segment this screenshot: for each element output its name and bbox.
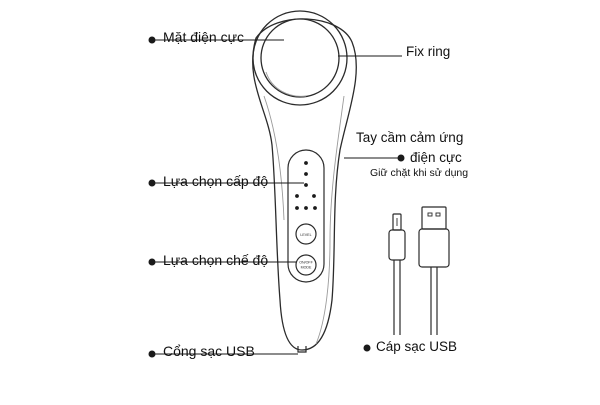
level-dot — [304, 183, 308, 187]
control-panel: LEVEL ON/OFF MODE — [287, 149, 325, 283]
label-level-select: Lựa chọn cấp độ — [163, 173, 269, 189]
level-dot — [313, 206, 317, 210]
usb-port — [297, 346, 307, 353]
level-dot — [295, 194, 299, 198]
label-mode-select: Lựa chọn chế độ — [163, 252, 269, 268]
usb-a-tip-window — [435, 212, 441, 217]
label-handle-note: Giữ chặt khi sử dụng — [370, 167, 469, 179]
level-dot — [304, 206, 308, 210]
level-dot — [304, 172, 308, 176]
label-usb-port: Cổng sạc USB — [163, 343, 255, 359]
usb-cable — [388, 206, 450, 335]
level-dot — [295, 206, 299, 210]
fix-ring — [252, 10, 348, 106]
handle-shade-left — [263, 95, 285, 221]
label-electrode-face: Mặt điện cực — [163, 29, 244, 45]
electrode-face — [260, 18, 340, 98]
device-head — [252, 10, 348, 106]
leader-lines — [148, 36, 405, 358]
label-handle-line1: Tay cầm cảm ứng — [356, 130, 464, 145]
control-panel-frame — [287, 149, 325, 283]
face-shade — [265, 71, 307, 97]
handle-outline — [252, 18, 357, 351]
label-usb-cable: Cáp sạc USB — [376, 339, 458, 354]
label-fix-ring: Fix ring — [406, 44, 451, 59]
usb-port-notch — [297, 346, 307, 353]
leader-dot-usb-cable — [363, 344, 371, 352]
usb-a-housing — [418, 228, 450, 268]
mode-button-text-2: MODE — [301, 266, 312, 270]
level-dot — [304, 161, 308, 165]
mode-button-text-1: ON/OFF — [299, 261, 313, 265]
level-button[interactable] — [295, 223, 317, 245]
level-button-text: LEVEL — [300, 233, 311, 237]
micro-usb-housing — [388, 229, 406, 261]
usb-a-tip-window — [427, 212, 433, 217]
usb-a-tip — [421, 206, 447, 230]
mode-button[interactable] — [295, 254, 317, 276]
level-dot — [312, 194, 316, 198]
device-body — [252, 18, 357, 351]
handle-shade-right — [315, 95, 345, 345]
label-handle-line2: điện cực — [410, 150, 462, 165]
